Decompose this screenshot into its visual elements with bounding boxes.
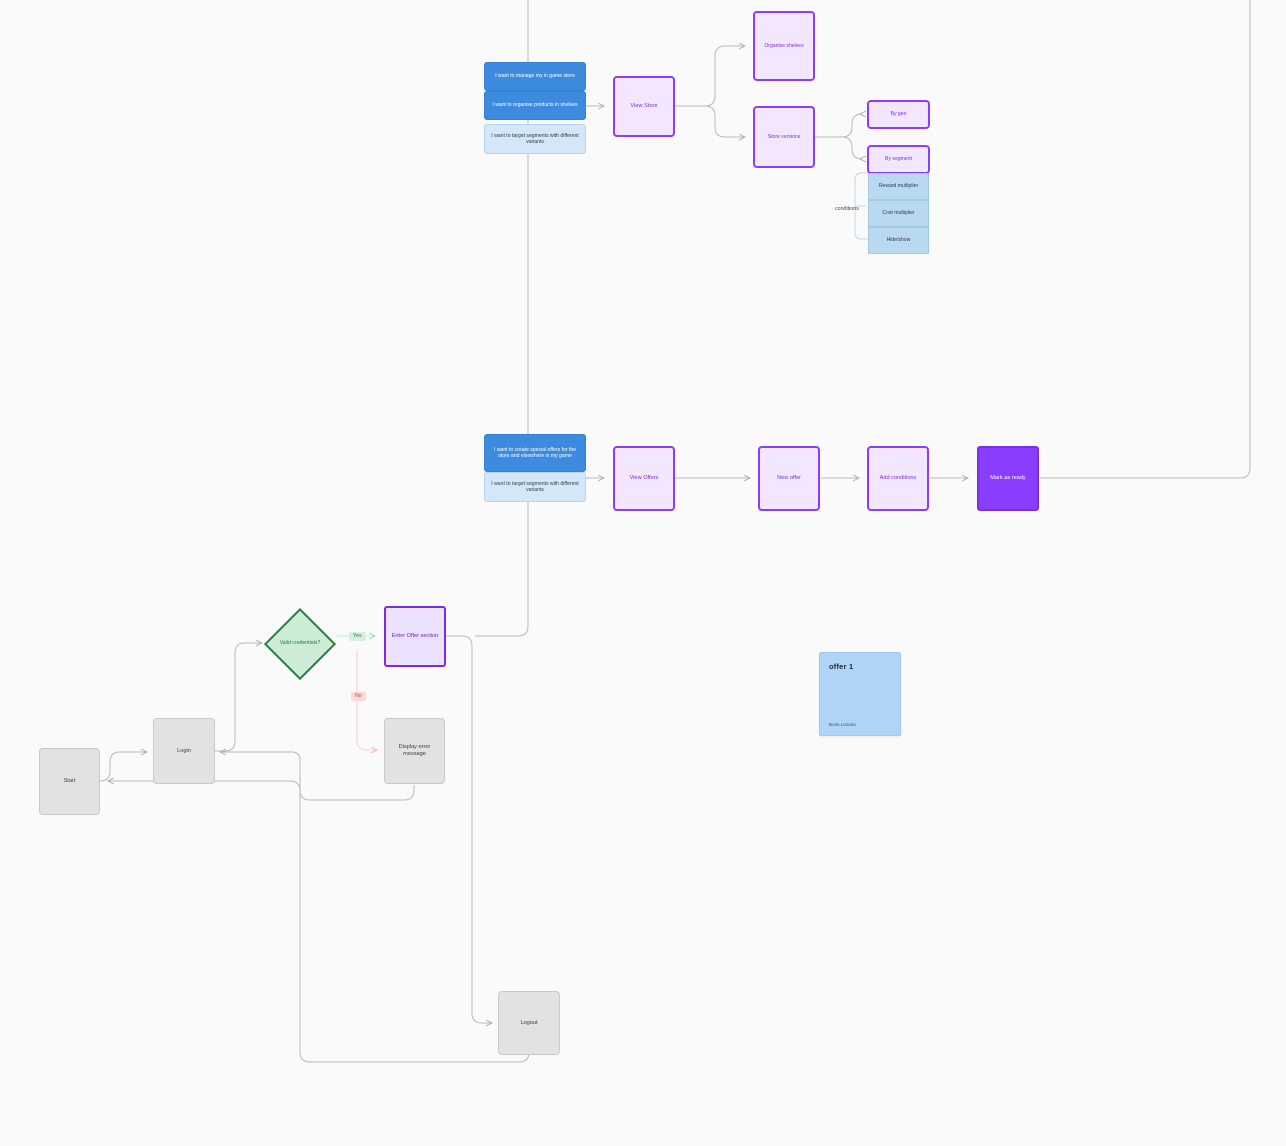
node-valid-credentials-decision[interactable]: Valid credentials?: [264, 608, 336, 680]
edge-label-no: No: [351, 692, 366, 702]
sticky-note-title: offer 1: [829, 662, 854, 671]
persona-manage-store[interactable]: I want to manage my in game store: [484, 62, 586, 91]
node-condition-reward-multiplier[interactable]: Reward multiplier: [868, 173, 929, 200]
node-view-offers[interactable]: View Offers: [613, 446, 675, 511]
sticky-note-offer-1[interactable]: offer 1 Boris Lozano: [819, 652, 901, 736]
node-logout[interactable]: Logout: [498, 991, 560, 1055]
persona-organise-products[interactable]: I want to organise products in shelves: [484, 91, 586, 120]
node-store-versions[interactable]: Store versions: [753, 106, 815, 168]
node-by-segment[interactable]: By segment: [867, 145, 930, 174]
node-new-offer[interactable]: New offer: [758, 446, 820, 511]
node-login[interactable]: Login: [153, 718, 215, 784]
node-enter-offer-section[interactable]: Enter Offer section: [384, 606, 446, 667]
node-mark-as-ready[interactable]: Mark as ready: [977, 446, 1039, 511]
node-start[interactable]: Start: [39, 748, 100, 815]
node-condition-hide-show[interactable]: Hide/show: [868, 227, 929, 254]
node-add-conditions[interactable]: Add conditions: [867, 446, 929, 511]
node-display-error-message[interactable]: Display error message: [384, 718, 445, 784]
edge-label-yes: Yes: [349, 632, 366, 642]
persona-target-segments-store[interactable]: I want to target segments with different…: [484, 124, 586, 154]
node-view-store[interactable]: View Store: [613, 76, 675, 137]
node-by-geo[interactable]: By geo: [867, 100, 930, 129]
node-condition-cost-multiplier[interactable]: Cost multiplier: [868, 200, 929, 227]
node-organise-shelves[interactable]: Organise shelves: [753, 11, 815, 81]
conditions-label: conditions: [835, 206, 859, 212]
persona-target-segments-offers[interactable]: I want to target segments with different…: [484, 472, 586, 502]
persona-create-special-offers[interactable]: I want to create special offers for the …: [484, 434, 586, 472]
sticky-note-author: Boris Lozano: [829, 722, 856, 728]
decision-label: Valid credentials?: [279, 640, 321, 647]
